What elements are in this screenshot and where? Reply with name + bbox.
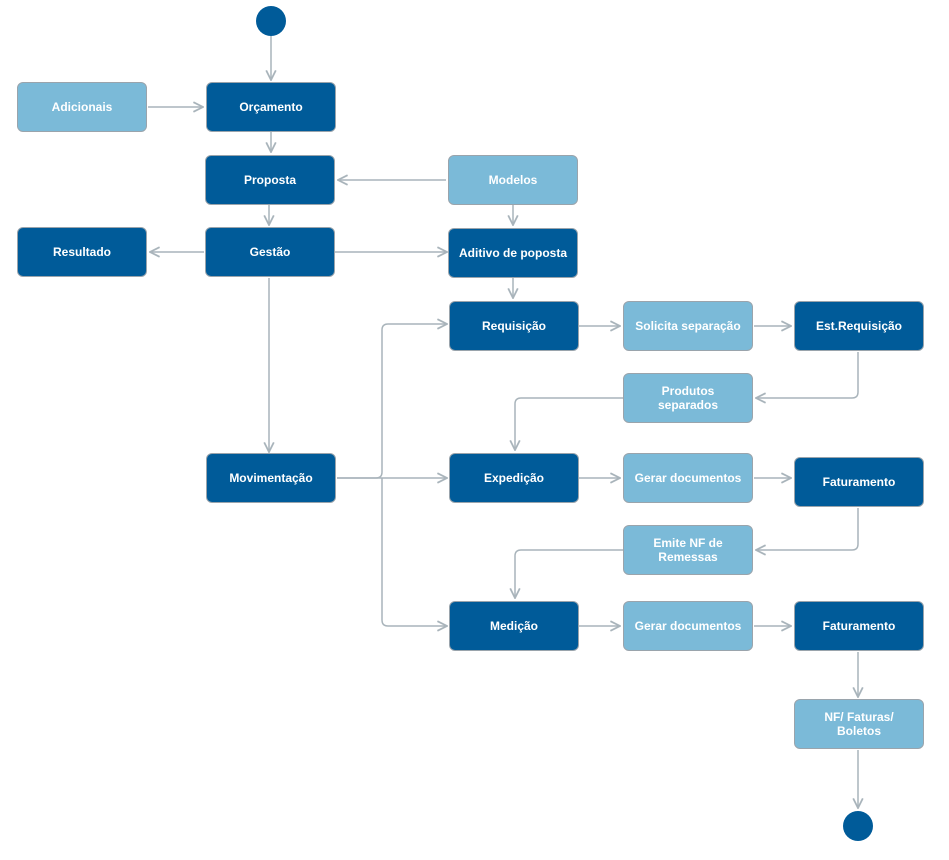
end-node [843,811,873,841]
node-emite-nf[interactable]: Emite NF de Remessas [623,525,753,575]
edge-emite-medicao [515,549,623,598]
node-adicionais[interactable]: Adicionais [17,82,147,132]
node-resultado[interactable]: Resultado [17,227,147,277]
node-proposta[interactable]: Proposta [205,155,335,205]
edge-mov-requisicao [337,324,447,479]
edge-est-produtos [756,352,859,398]
node-gerar-documentos-2[interactable]: Gerar documentos [623,601,753,651]
node-medicao[interactable]: Medição [449,601,579,651]
node-solicita-separacao[interactable]: Solicita separação [623,301,753,351]
start-node [256,6,286,36]
edge-produtos-expedicao [515,397,623,450]
node-faturamento-2[interactable]: Faturamento [794,601,924,651]
edge-mov-medicao [381,478,447,626]
node-movimentacao[interactable]: Movimentação [206,453,336,503]
node-gestao[interactable]: Gestão [205,227,335,277]
node-produtos-separados[interactable]: Produtos separados [623,373,753,423]
node-orcamento[interactable]: Orçamento [206,82,336,132]
node-faturamento-1[interactable]: Faturamento [794,457,924,507]
edge-fat1-emite [756,508,859,550]
node-nf-faturas-boletos[interactable]: NF/ Faturas/ Boletos [794,699,924,749]
node-est-requisicao[interactable]: Est.Requisição [794,301,924,351]
node-expedicao[interactable]: Expedição [449,453,579,503]
node-requisicao[interactable]: Requisição [449,301,579,351]
node-aditivo[interactable]: Aditivo de poposta [448,228,578,278]
node-modelos[interactable]: Modelos [448,155,578,205]
node-gerar-documentos-1[interactable]: Gerar documentos [623,453,753,503]
